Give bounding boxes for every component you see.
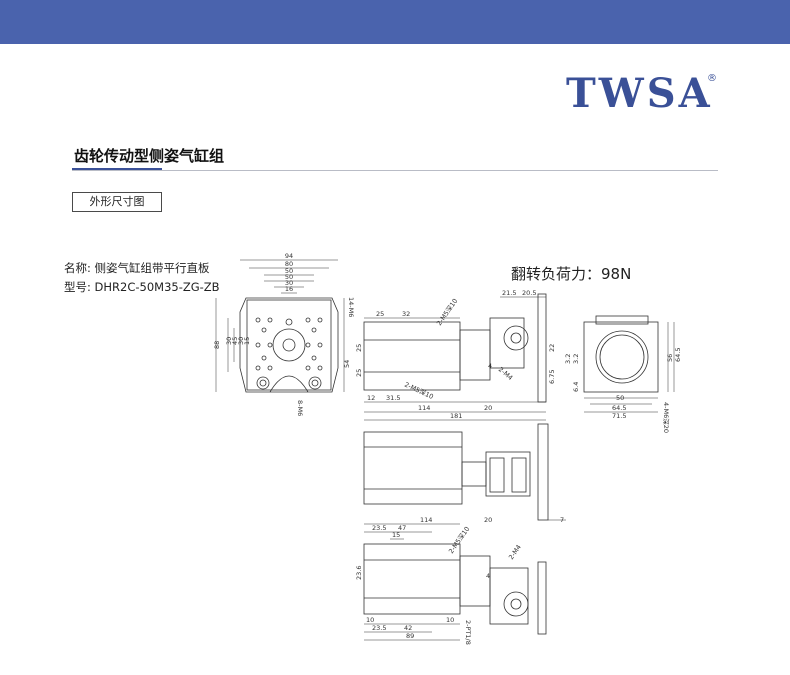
side-top-label: 114 <box>418 404 430 412</box>
right-label: 64.5 <box>612 404 626 412</box>
right-label: 50 <box>616 394 624 402</box>
bottom-label: 42 <box>404 624 412 632</box>
right-label: 3.2 <box>572 354 580 364</box>
flip-load-force: 翻转负荷力：98N <box>511 265 632 283</box>
front-label: 94 <box>285 252 293 260</box>
side-top-label: 25 <box>355 369 363 377</box>
bottom-label: 23.5 <box>372 624 386 632</box>
right-label: 71.5 <box>612 412 626 420</box>
front-label: 30 <box>237 337 245 345</box>
bottom-label: 15 <box>392 531 400 539</box>
side-view-top-drawing <box>363 293 547 421</box>
right-label: 64.5 <box>674 348 682 362</box>
side-view-bottom-drawing <box>363 523 547 641</box>
top-banner <box>0 0 790 44</box>
bottom-label: 114 <box>420 516 432 524</box>
front-label: 45 <box>231 337 239 345</box>
title-accent-bar <box>72 168 162 171</box>
side-top-label: 21.5 <box>502 289 516 297</box>
front-label: 30 <box>285 279 293 287</box>
middle-label: 7 <box>560 516 564 524</box>
bottom-label: 2-M5深10 <box>446 525 471 556</box>
side-top-label: 25 <box>355 344 363 352</box>
bottom-label: 20 <box>484 516 492 524</box>
side-top-label: 20 <box>484 404 492 412</box>
side-top-label: 6.75 <box>548 370 556 384</box>
front-label: 50 <box>285 267 293 275</box>
right-label: 56 <box>666 354 674 362</box>
product-name: 名称: 侧姿气缸组带平行直板 <box>64 261 210 275</box>
side-top-label: 22 <box>548 344 556 352</box>
side-top-label: 3.2 <box>564 354 572 364</box>
front-label: 14-M6 <box>347 297 355 317</box>
right-label: 4-M6深20 <box>662 402 671 433</box>
brand-logo: TWSA <box>566 70 713 117</box>
side-top-label: 2-M5深10 <box>434 297 459 328</box>
bottom-label: 23.5 <box>372 524 386 532</box>
bottom-label: 2-M4 <box>507 543 523 561</box>
side-top-label: 4 <box>488 362 492 370</box>
bottom-label: 89 <box>406 632 414 640</box>
front-label: 50 <box>285 273 293 281</box>
front-label: 54 <box>343 360 351 368</box>
front-view-drawing <box>215 259 345 393</box>
bottom-label: 4 <box>486 572 490 580</box>
side-top-label: 12 <box>367 394 375 402</box>
dimension-drawing-tab[interactable]: 外形尺寸图 <box>72 192 162 212</box>
front-label: 88 <box>213 341 221 349</box>
side-top-label: 31.5 <box>386 394 400 402</box>
side-top-label: 25 <box>376 310 384 318</box>
front-label: 16 <box>285 285 293 293</box>
product-model: 型号: DHR2C-50M35-ZG-ZB <box>64 280 220 294</box>
middle-view-drawing <box>363 423 566 521</box>
front-label: 30 <box>225 337 233 345</box>
bottom-label: 23.6 <box>355 566 363 580</box>
side-top-label: 20.5 <box>522 289 536 297</box>
bottom-label: 2-PT1/8 <box>464 620 472 645</box>
bottom-label: 10 <box>366 616 374 624</box>
registered-mark: ® <box>707 73 717 84</box>
right-label: 6.4 <box>572 382 580 392</box>
bottom-label: 47 <box>398 524 406 532</box>
side-top-label: 181 <box>450 412 462 420</box>
bottom-label: 10 <box>446 616 454 624</box>
section-title: 齿轮传动型侧姿气缸组 <box>74 147 225 165</box>
title-divider <box>72 170 718 171</box>
right-view-drawing <box>583 315 675 413</box>
front-label: 80 <box>285 260 293 268</box>
side-top-label: 32 <box>402 310 410 318</box>
front-label: 15 <box>243 337 251 345</box>
front-label: 8-M6 <box>296 400 304 416</box>
